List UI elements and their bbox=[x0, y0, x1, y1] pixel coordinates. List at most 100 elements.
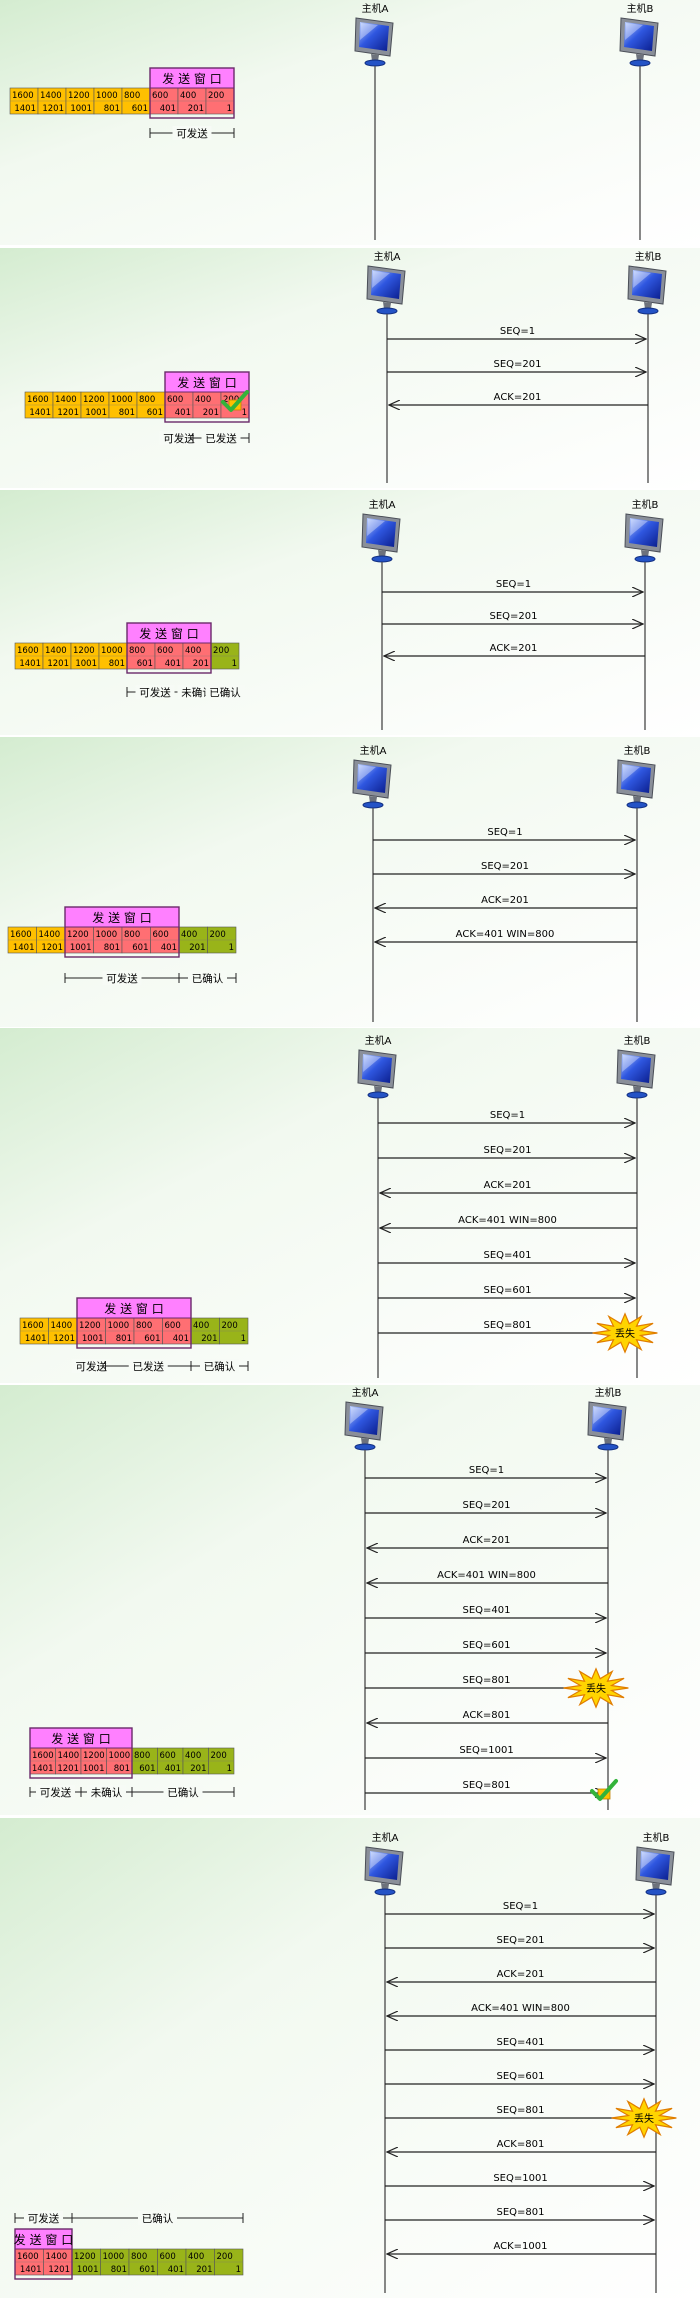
host-b-label: 主机B bbox=[595, 1386, 622, 1399]
host-a-computer-icon bbox=[344, 1401, 384, 1451]
message-4: ACK=401 WIN=800 bbox=[387, 2003, 656, 2016]
send-window-frame bbox=[29, 1727, 133, 1779]
send-window: 发 送 窗 口 bbox=[164, 371, 250, 423]
cell-low-seq: 201 bbox=[201, 1334, 217, 1344]
message-label: ACK=401 WIN=800 bbox=[458, 1215, 557, 1226]
message-label: SEQ=801 bbox=[496, 2105, 544, 2116]
range-label: 可发送 bbox=[40, 1786, 72, 1799]
host-a-label: 主机A bbox=[369, 498, 396, 511]
cell-high-seq: 1200 bbox=[83, 395, 105, 405]
range-label: 已确认 bbox=[167, 1786, 199, 1799]
cell-high-seq: 600 bbox=[165, 1321, 181, 1331]
cell-high-seq: 400 bbox=[185, 1751, 201, 1761]
message-2: SEQ=201 bbox=[387, 359, 646, 372]
cell-low-seq: 1401 bbox=[13, 943, 35, 953]
range-label-bg bbox=[163, 1785, 203, 1799]
message-1: SEQ=1 bbox=[373, 827, 635, 840]
cell-high-seq: 400 bbox=[181, 930, 197, 940]
send-window-frame bbox=[149, 67, 235, 119]
range-label: 可发送 bbox=[76, 1360, 108, 1373]
cell-high-seq: 800 bbox=[131, 2252, 147, 2262]
range-label: 可发送 bbox=[106, 972, 138, 985]
cell-high-seq: 1200 bbox=[68, 91, 90, 101]
panel-background bbox=[0, 0, 700, 245]
range-annotation: 可发送已确认 bbox=[14, 2211, 244, 2225]
host-b-label: 主机B bbox=[627, 2, 654, 15]
message-label: ACK=401 WIN=800 bbox=[437, 1570, 536, 1581]
host-a-label: 主机A bbox=[360, 744, 387, 757]
cell-low-seq: 401 bbox=[173, 1334, 189, 1344]
cell-high-seq: 1200 bbox=[67, 930, 89, 940]
send-window-title: 发 送 窗 口 bbox=[139, 626, 198, 641]
message-6: SEQ=601 bbox=[365, 1640, 606, 1653]
cell-low-seq: 1201 bbox=[47, 659, 69, 669]
cell-high-seq: 600 bbox=[152, 91, 168, 101]
range-label: 未确认 bbox=[91, 1786, 123, 1799]
range-label-bg bbox=[200, 1359, 239, 1373]
byte-cell: 1000 801 bbox=[93, 926, 123, 954]
message-label: ACK=201 bbox=[481, 895, 529, 906]
message-label: ACK=1001 bbox=[493, 2241, 547, 2252]
range-label: 未确认 bbox=[181, 686, 213, 699]
message-label: SEQ=201 bbox=[481, 861, 529, 872]
message-label: ACK=401 WIN=800 bbox=[456, 929, 555, 940]
cell-high-seq: 1200 bbox=[79, 1321, 101, 1331]
host-b-computer-icon bbox=[616, 1049, 656, 1099]
message-label: SEQ=1 bbox=[496, 579, 531, 590]
cell-low-seq: 401 bbox=[165, 659, 181, 669]
message-label: ACK=801 bbox=[463, 1710, 511, 1721]
cell-high-seq: 200 bbox=[217, 2252, 233, 2262]
host-a-label: 主机A bbox=[362, 2, 389, 15]
cell-high-seq: 1600 bbox=[10, 930, 32, 940]
cell-high-seq: 200 bbox=[213, 646, 229, 656]
message-label: SEQ=801 bbox=[483, 1320, 531, 1331]
message-label: ACK=801 bbox=[497, 2139, 545, 2150]
cell-high-seq: 1600 bbox=[22, 1321, 44, 1331]
cell-high-seq: 1400 bbox=[51, 1321, 73, 1331]
message-9: SEQ=1001 bbox=[385, 2173, 654, 2186]
cell-low-seq: 401 bbox=[168, 2265, 184, 2275]
cell-high-seq: 1400 bbox=[46, 2252, 68, 2262]
cell-low-seq: 601 bbox=[139, 2265, 155, 2275]
cell-low-seq: 1001 bbox=[70, 104, 92, 114]
message-label: SEQ=1001 bbox=[493, 2173, 547, 2184]
cell-low-seq: 1401 bbox=[20, 2265, 42, 2275]
host-a-label: 主机A bbox=[352, 1386, 379, 1399]
cell-low-seq: 601 bbox=[132, 104, 148, 114]
cell-low-seq: 1201 bbox=[53, 1334, 75, 1344]
cell-high-seq: 400 bbox=[185, 646, 201, 656]
cell-high-seq: 1000 bbox=[96, 930, 118, 940]
message-label: SEQ=601 bbox=[496, 2071, 544, 2082]
cell-low-seq: 801 bbox=[104, 943, 120, 953]
cell-low-seq: 201 bbox=[193, 659, 209, 669]
lost-label: 丢失 bbox=[634, 2112, 654, 2125]
message-3: ACK=201 bbox=[384, 643, 645, 656]
message-label: ACK=201 bbox=[494, 392, 542, 403]
range-label-bg bbox=[172, 126, 212, 140]
byte-buffer: 1600140114001201120010011000801800601600… bbox=[9, 87, 235, 115]
host-b-computer-icon bbox=[624, 513, 664, 563]
cell-high-seq: 600 bbox=[153, 930, 169, 940]
message-10: SEQ=801 bbox=[365, 1779, 618, 1801]
range-annotation: 可发送未确认已确认 bbox=[126, 685, 245, 699]
message-3: ACK=201 bbox=[367, 1535, 608, 1548]
cell-low-seq: 1201 bbox=[42, 104, 64, 114]
range-label: 可发送 bbox=[28, 2212, 60, 2225]
message-label: ACK=401 WIN=800 bbox=[471, 2003, 570, 2014]
cell-high-seq: 1600 bbox=[12, 91, 34, 101]
range-annotation: 可发送已确认 bbox=[64, 971, 237, 985]
